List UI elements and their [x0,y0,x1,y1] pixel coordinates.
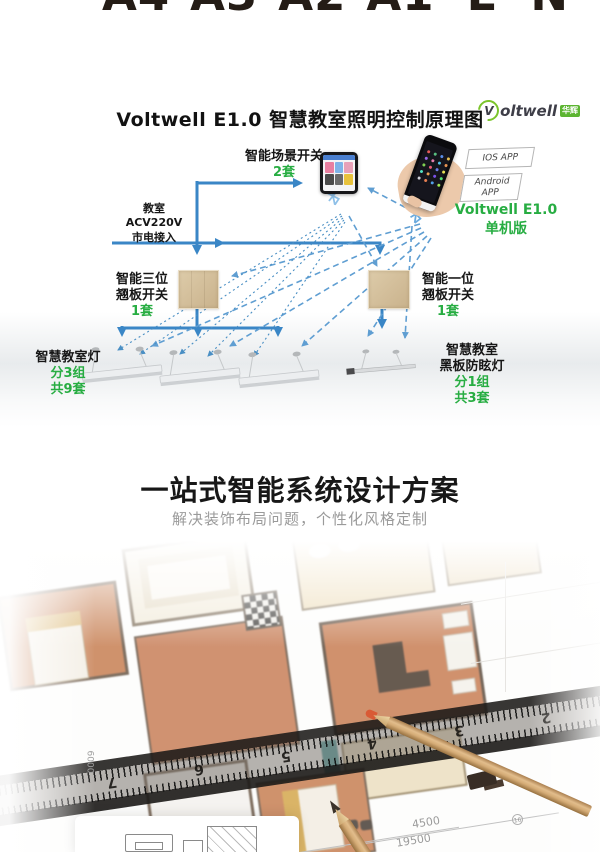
blackboard-light [346,349,416,375]
three-gang-switch-device [178,270,219,309]
size-label: A2 [278,0,346,21]
wiring-diagram-layer [81,178,432,389]
logo-v-icon: V [473,95,504,126]
size-label: A4 [102,0,170,21]
one-gang-switch-count: 1套 [436,303,460,319]
scene-switch-statusbar [323,155,355,160]
logo-name: oltwell [500,101,557,120]
one-gang-switch-device [368,270,410,309]
size-label: A1 [366,0,434,21]
classroom-light-label: 智慧教室灯 分3组 共9套 [24,350,112,398]
size-label: E [467,0,499,21]
classroom-light [238,351,320,389]
scene-switch-count: 2套 [272,164,296,180]
three-gang-switch-label: 智能三位 翘板开关 1套 [104,272,180,320]
voltwell-logo: V oltwell 华辉 [473,95,580,126]
photo-fade [0,532,600,647]
photo-fade [0,532,95,852]
paper-size-strip: A4 A3 A2 A1 E N [102,0,569,21]
size-label: N [530,0,569,21]
ios-app-tag: IOS APP [465,146,535,170]
classroom-light [81,346,163,384]
next-section-card [75,816,299,852]
app-grid-icons [426,149,431,154]
android-app-tag: Android APP [459,172,523,203]
section2-title: 一站式智能系统设计方案 [140,474,460,507]
size-label: A3 [190,0,258,21]
background-wash [0,312,600,427]
bluetooth-dashed-links [151,187,432,347]
product-version-label: Voltwell E1.0 单机版 [454,202,558,237]
classroom-light-groups: 分3组 [50,365,86,381]
section2-subtitle: 解决装饰布局问题，个性化风格定制 [171,510,428,528]
three-gang-switch-count: 1套 [130,303,154,319]
floorplan-photo: 76 54 32 6000 5100 4500 19500 14 16 [0,532,600,852]
classroom-light-total: 共9套 [50,381,86,397]
board-light-label: 智慧教室 黑板防眩灯 分1组 共3套 [426,343,518,406]
scene-switch-icons [323,160,355,187]
one-gang-switch-label: 智能一位 翘板开关 1套 [410,272,486,320]
board-light-groups: 分1组 [454,374,490,390]
board-light-total: 共3套 [454,390,490,406]
diagram-title: Voltwell E1.0 智慧教室照明控制原理图 [116,109,484,131]
logo-badge: 华辉 [560,104,580,117]
scene-switch-device [320,152,358,194]
power-input-label: 教室 ACV220V 市电接入 [125,202,183,244]
scene-switch-label: 智能场景开关 2套 [238,149,330,181]
classroom-light [159,349,241,387]
bluetooth-dotted-fan [117,213,346,357]
